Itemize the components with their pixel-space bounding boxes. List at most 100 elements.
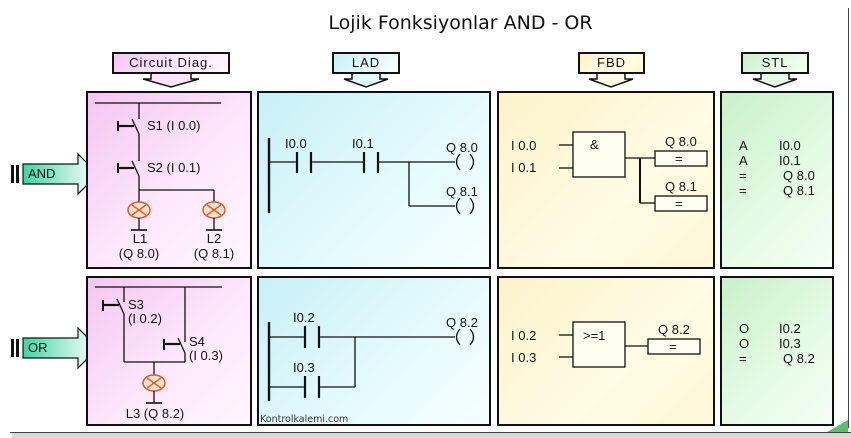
coil-q82-icon (455, 328, 475, 346)
frame-right-border (848, 8, 849, 428)
lamp-l3-label: L3 (Q 8.2) (125, 406, 185, 421)
stl-code-and: A I0.0 A I0.1 = Q 8.0 = Q 8.1 (739, 138, 815, 198)
fbd-output-q82: Q 8.2 (658, 322, 690, 337)
stl-op: O (739, 336, 750, 351)
stl-op: A (739, 138, 748, 153)
down-arrow-icon (752, 74, 798, 88)
assign-q80-symbol: = (675, 151, 683, 166)
header-lad: LAD (332, 52, 400, 74)
switch-s4-address: (I 0.3) (189, 348, 223, 363)
stl-operand: I0.0 (779, 138, 801, 153)
switch-s2-icon (117, 160, 140, 177)
contact-i01-label: I0.1 (352, 136, 374, 151)
lamp-l1-name: L1 (132, 231, 148, 246)
frame-bottom-shade (12, 433, 851, 438)
or-gate-box (572, 321, 626, 368)
assign-q80-box (654, 150, 708, 167)
stl-line: = Q 8.0 (739, 168, 815, 183)
lad-panel-or: I0.2 I0.3 Q 8.2 (257, 276, 491, 426)
header-circuit-diagram: Circuit Diag. (112, 52, 230, 74)
and-label: AND (28, 166, 56, 181)
contact-i00-label: I0.0 (285, 136, 307, 151)
stl-op: O (739, 321, 750, 336)
circuit-diagram-or (95, 286, 222, 404)
stl-line: A I0.0 (739, 138, 815, 153)
switch-s4-icon (163, 337, 186, 354)
switch-s2-label: S2 (I 0.1) (147, 160, 201, 175)
stl-code-or: O I0.2 O I0.3 = Q 8.2 (739, 321, 815, 366)
lamp-l2-address: (Q 8.1) (193, 246, 235, 261)
header-stl-label: STL (761, 55, 789, 70)
lamp-l1-address: (Q 8.0) (118, 246, 160, 261)
stl-line: = Q 8.1 (739, 183, 815, 198)
contact-i02-label: I0.2 (293, 310, 315, 325)
assign-q81-box (654, 195, 708, 212)
fbd-input-i02: I 0.2 (511, 328, 537, 343)
header-stl: STL (741, 52, 809, 74)
header-fbd-label: FBD (597, 55, 626, 70)
down-arrow-icon (143, 74, 199, 88)
assign-q81-symbol: = (675, 196, 683, 211)
stl-line: O I0.2 (739, 321, 815, 336)
lamp-l3-icon (142, 374, 166, 404)
header-fbd: FBD (578, 52, 645, 74)
stl-panel-or: O I0.2 O I0.3 = Q 8.2 (720, 276, 834, 426)
ladder-diagram-or (267, 322, 475, 401)
stl-operand: Q 8.2 (783, 351, 815, 366)
stl-operand: Q 8.1 (783, 183, 815, 198)
contact-i01-icon (362, 152, 380, 173)
switch-s3-label: S3 (I 0.2) (128, 298, 162, 326)
stl-operand: I0.3 (779, 336, 801, 351)
switch-s4-label: S4 (I 0.3) (189, 335, 223, 363)
assign-q82-box (647, 338, 701, 355)
header-lad-label: LAD (351, 55, 381, 70)
coil-q80-icon (455, 153, 475, 171)
coil-q81-label: Q 8.1 (446, 184, 478, 199)
ladder-diagram-and (267, 138, 475, 215)
fbd-input-i00: I 0.0 (511, 138, 537, 153)
contact-i03-icon (303, 376, 321, 398)
contact-i00-icon (295, 152, 313, 173)
lamp-l2-name: L2 (206, 231, 222, 246)
function-block-diagram-and (559, 131, 708, 212)
down-arrow-icon (588, 74, 634, 88)
circuit-panel-and: S1 (I 0.0) S2 (I 0.1) L1 (Q 8.0) L2 (Q 8… (86, 91, 252, 269)
or-gate-symbol: >=1 (583, 328, 606, 343)
stl-panel-and: A I0.0 A I0.1 = Q 8.0 = Q 8.1 (720, 91, 834, 269)
coil-q82-label: Q 8.2 (446, 315, 478, 330)
circuit-panel-or: S3 (I 0.2) S4 (I 0.3) L3 (Q 8.2) (86, 276, 252, 426)
or-label: OR (28, 340, 48, 355)
stl-op: A (739, 153, 748, 168)
stl-op: = (739, 351, 747, 366)
fbd-input-i01: I 0.1 (511, 160, 537, 175)
stl-line: A I0.1 (739, 153, 815, 168)
lad-panel-and: I0.0 I0.1 Q 8.0 Q 8.1 (257, 91, 491, 269)
switch-s1-label: S1 (I 0.0) (147, 118, 201, 133)
watermark: Kontrolkalemi.com (260, 414, 349, 425)
frame-bottom-border (10, 432, 851, 433)
coil-q81-icon (455, 197, 475, 215)
lamp-l2-icon (202, 201, 226, 231)
coil-q80-label: Q 8.0 (446, 140, 478, 155)
fbd-input-i03: I 0.3 (511, 350, 537, 365)
stl-line: O I0.3 (739, 336, 815, 351)
circuit-diagram-and (95, 102, 226, 231)
assign-q82-symbol: = (669, 339, 677, 354)
switch-s3-address: (I 0.2) (128, 311, 162, 326)
fbd-panel-and: I 0.0 I 0.1 & Q 8.0 = Q 8.1 = (497, 91, 715, 269)
stl-operand: I0.1 (779, 153, 801, 168)
contact-i02-icon (303, 326, 321, 348)
and-gate-symbol: & (590, 137, 599, 152)
page-title: Lojik Fonksiyonlar AND - OR (0, 12, 851, 34)
down-arrow-icon (343, 74, 389, 88)
and-gate-box (572, 131, 626, 178)
stl-op: = (739, 168, 747, 183)
lamp-l1-icon (127, 201, 151, 231)
stl-operand: I0.2 (779, 321, 801, 336)
stl-operand: Q 8.0 (783, 168, 815, 183)
fbd-output-q81: Q 8.1 (665, 179, 697, 194)
stl-op: = (739, 183, 747, 198)
switch-s1-icon (117, 118, 140, 135)
fbd-output-q80: Q 8.0 (665, 134, 697, 149)
header-circuit-label: Circuit Diag. (129, 55, 213, 70)
